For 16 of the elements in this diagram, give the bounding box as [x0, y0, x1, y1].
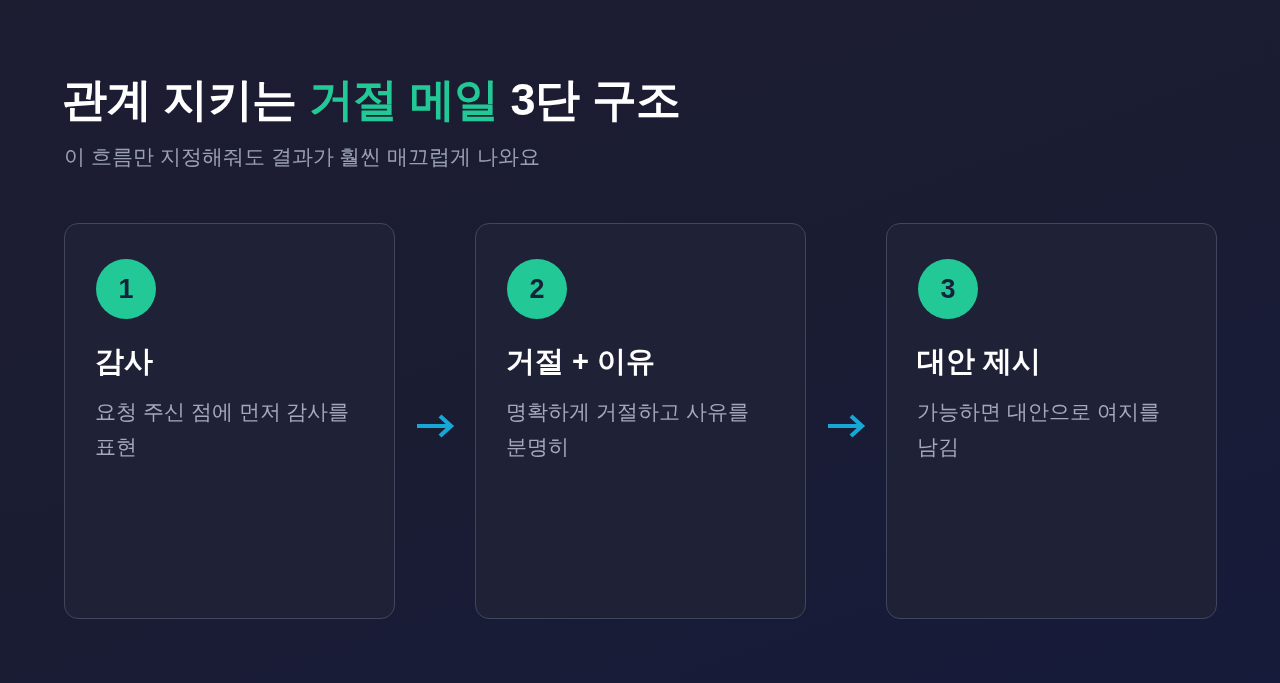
step-number-circle: 3: [918, 259, 978, 319]
step-description: 요청 주신 점에 먼저 감사를 표현: [95, 399, 351, 460]
step-heading: 감사: [95, 344, 153, 379]
step-number-circle: 2: [507, 259, 567, 319]
arrow: [828, 413, 865, 439]
step-heading: 대안 제시: [917, 344, 1042, 379]
step-description: 가능하면 대안으로 여지를 남김: [917, 399, 1161, 460]
step-heading: 거절 + 이유: [506, 344, 656, 379]
step-description: 명확하게 거절하고 사유를 분명히: [506, 399, 750, 460]
arrow: [417, 413, 454, 439]
step-card: [475, 223, 806, 619]
subtitle: 이 흐름만 지정해줘도 결과가 훨씬 매끄럽게 나와요: [64, 144, 540, 170]
step-number-circle: 1: [96, 259, 156, 319]
step-card: [64, 223, 395, 619]
step-card: [886, 223, 1217, 619]
title: 관계 지키는 거절 메일 3단 구조: [62, 73, 681, 127]
